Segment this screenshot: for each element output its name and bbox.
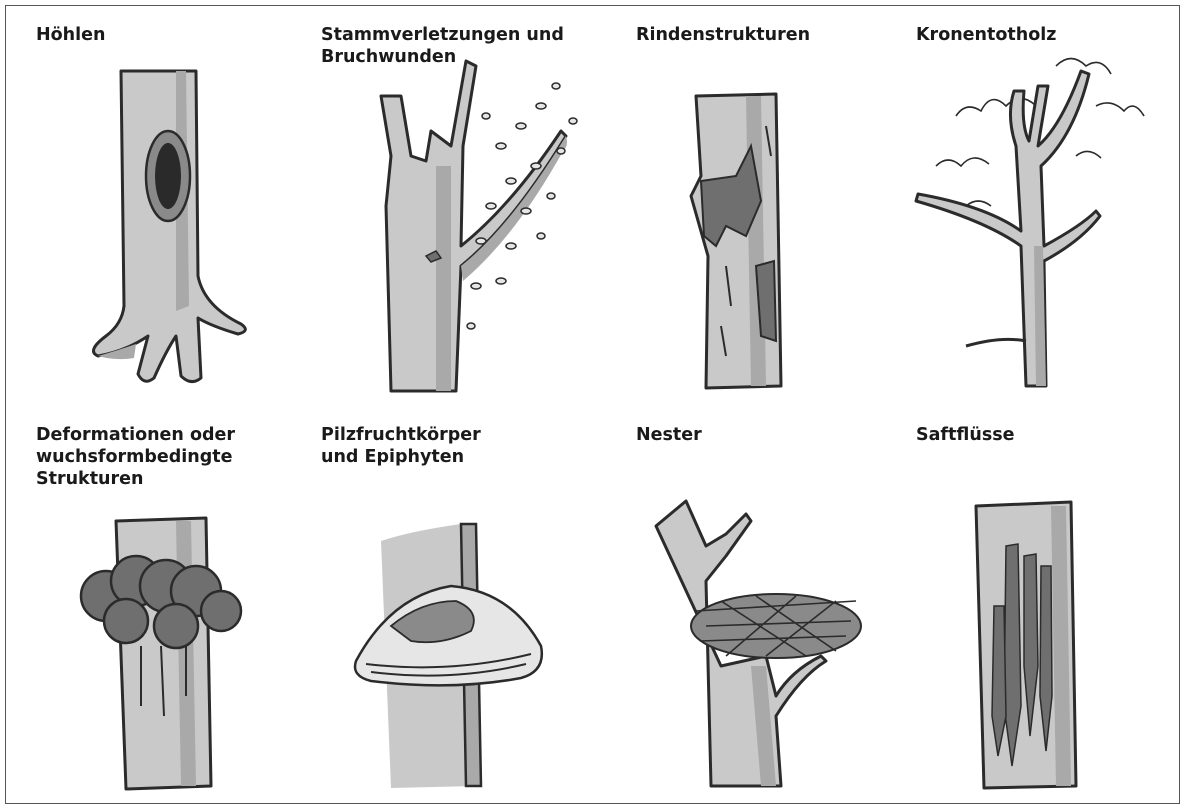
cell-bark-structures: Rindenstrukturen — [626, 6, 911, 401]
label-stammverletzungen: Stammverletzungen und Bruchwunden — [321, 24, 564, 68]
cell-crown-deadwood: Kronentotholz — [906, 6, 1187, 401]
crown-deadwood-illustration — [906, 6, 1187, 401]
cell-nests: Nester — [626, 406, 911, 801]
tree-cavity-illustration — [26, 6, 311, 401]
label-nester: Nester — [636, 424, 702, 446]
cell-cavities: Höhlen — [26, 6, 311, 401]
cell-trunk-injuries: Stammverletzungen und Bruchwunden — [311, 6, 596, 401]
label-deformationen: Deformationen oder wuchsformbedingte Str… — [36, 424, 235, 490]
cell-sap-flows: Saftflüsse — [906, 406, 1187, 801]
cell-deformations: Deformationen oder wuchsformbedingte Str… — [26, 406, 311, 801]
label-kronentotholz: Kronentotholz — [916, 24, 1056, 46]
sap-flow-illustration — [906, 406, 1187, 801]
label-saftfluesse: Saftflüsse — [916, 424, 1015, 446]
bark-structure-illustration — [626, 6, 911, 401]
figure-frame: Höhlen Stammverletzungen und Bruchwunden — [5, 5, 1180, 804]
label-rindenstrukturen: Rindenstrukturen — [636, 24, 810, 46]
cell-fungi: Pilzfruchtkörper und Epiphyten — [311, 406, 596, 801]
label-pilzfruchtkoerper: Pilzfruchtkörper und Epiphyten — [321, 424, 481, 468]
nest-illustration — [626, 406, 911, 801]
label-hoehlen: Höhlen — [36, 24, 105, 46]
